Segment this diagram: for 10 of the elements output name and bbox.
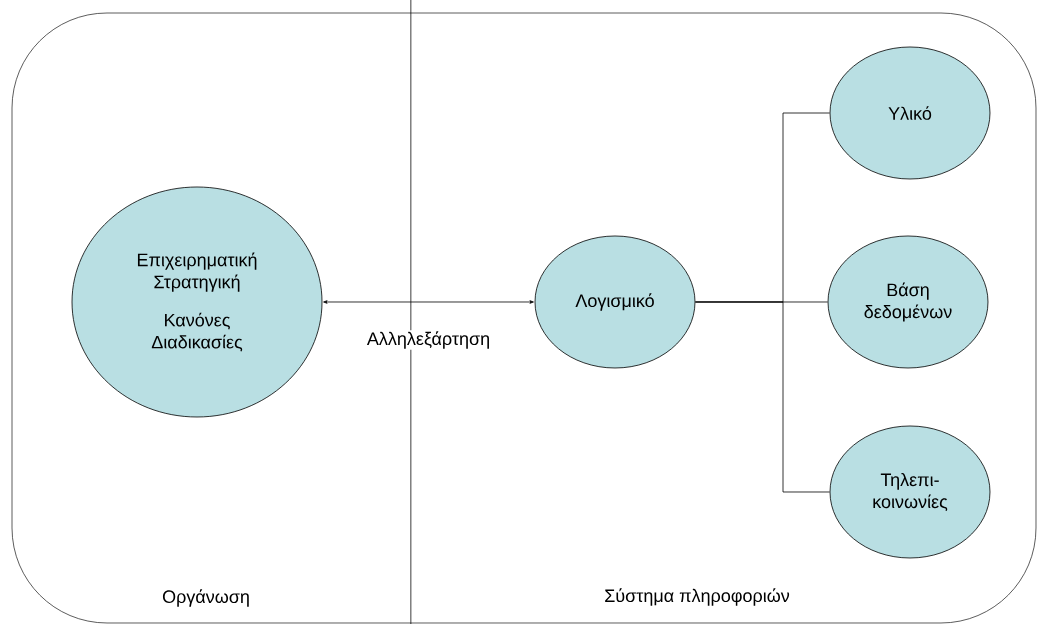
edge-label: Αλληλεξάρτηση [365, 330, 492, 350]
region-label: Σύστημα πληροφοριών [603, 587, 791, 607]
region-label: Οργάνωση [161, 588, 251, 608]
ellipse-node: Τηλεπι- κοινωνίες [829, 425, 991, 559]
connector [323, 300, 534, 304]
ellipse-node: Επιχειρηματική Στρατηγική Κανόνες Διαδικασίες [71, 186, 323, 418]
ellipse-node: Υλικό [829, 46, 991, 180]
connector [695, 301, 830, 493]
ellipse-node: Βάση δεδομένων [827, 235, 989, 369]
ellipse-node: Λογισμικό [534, 235, 696, 369]
